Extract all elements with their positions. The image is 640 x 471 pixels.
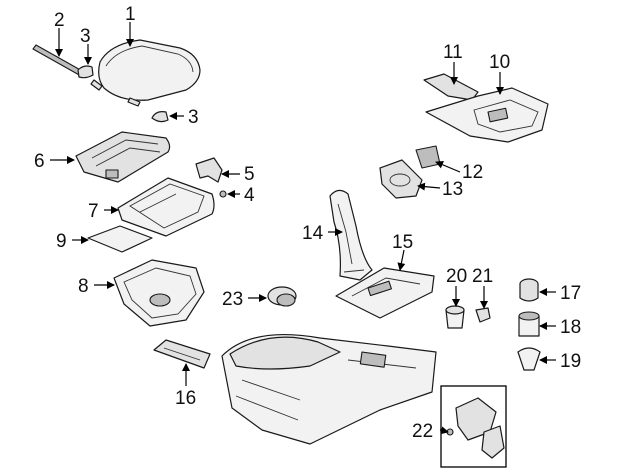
- callout-9: 9: [56, 231, 67, 252]
- callout-13: 13: [442, 179, 463, 200]
- part-1-armrest-lid: [90, 39, 201, 107]
- callout-14: 14: [302, 223, 324, 244]
- part-4-screw: [219, 190, 227, 198]
- callout-18: 18: [560, 317, 581, 338]
- part-23-socket: [267, 286, 297, 307]
- console-assembly: [221, 333, 437, 445]
- callout-17: 17: [560, 283, 581, 304]
- part-15-shift-bezel: [335, 267, 435, 319]
- callout-21: 21: [472, 266, 493, 287]
- callout-4: 4: [244, 185, 255, 206]
- part-6-hinge-base: [75, 131, 171, 183]
- part-17-outlet-cap: [519, 278, 539, 302]
- leader-lines: [50, 22, 556, 435]
- part-3-clip-lower: [151, 111, 169, 123]
- callout-8: 8: [78, 276, 89, 297]
- part-11-trim-panel: [423, 73, 479, 101]
- part-21-clip: [475, 307, 491, 323]
- part-8-storage-bin: [113, 259, 205, 327]
- part-10-top-panel: [425, 87, 549, 143]
- part-3-clip-upper: [77, 65, 94, 79]
- callout-19: 19: [560, 351, 581, 372]
- part-13-cup-holder: [379, 159, 423, 199]
- inset-box-22: [440, 385, 507, 468]
- callout-10: 10: [489, 52, 510, 73]
- callout-1: 1: [125, 4, 136, 25]
- part-14-shift-boot: [329, 189, 373, 281]
- callout-15: 15: [392, 232, 413, 253]
- callout-5: 5: [244, 164, 255, 185]
- callout-7: 7: [88, 201, 99, 222]
- callout-16: 16: [175, 388, 196, 409]
- part-9-tray-mat: [87, 225, 153, 253]
- callout-23: 23: [222, 289, 243, 310]
- callout-2: 2: [54, 10, 65, 31]
- part-20-plug: [445, 305, 465, 329]
- callout-22: 22: [412, 421, 433, 442]
- callout-labels: 1 2 3 3 6 5 4 7 9 8 16 23 14 15 11 10 12…: [34, 4, 581, 442]
- part-16-switch: [153, 339, 211, 369]
- part-19-socket: [517, 347, 541, 371]
- part-18-outlet: [518, 311, 540, 337]
- callout-12: 12: [462, 162, 483, 183]
- part-7-storage-tray: [117, 177, 215, 237]
- part-5-bracket: [195, 157, 223, 183]
- callout-20: 20: [446, 266, 467, 287]
- callout-11: 11: [443, 42, 463, 63]
- callout-6: 6: [34, 151, 45, 172]
- callout-3-upper: 3: [80, 26, 91, 47]
- callout-3-lower: 3: [188, 107, 199, 128]
- part-12-insert: [415, 145, 441, 169]
